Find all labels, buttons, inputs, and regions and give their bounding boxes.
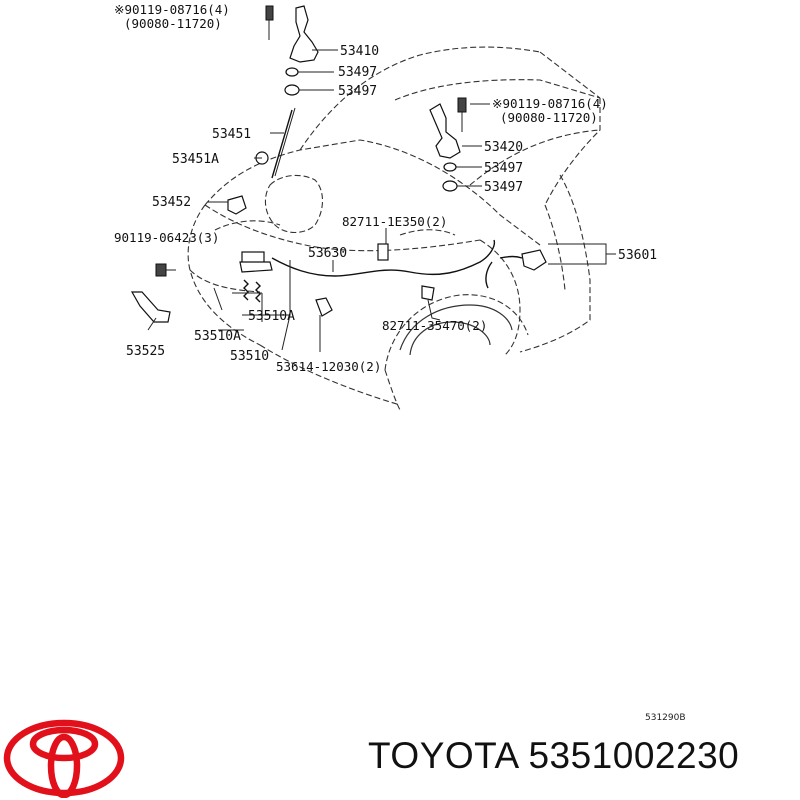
label-53614-12030: 53614-12030(2) [276,359,381,374]
figure-code: 531290B [645,713,686,723]
toyota-logo-icon [3,719,125,798]
brand-name: TOYOTA [368,735,518,776]
hood-hinge-left [265,5,319,96]
label-90080-11720-top: (90080-11720) [124,16,222,31]
label-53510a-b: 53510A [194,329,241,344]
label-53510: 53510 [230,349,269,364]
label-53420: 53420 [484,140,523,155]
front-wheel [384,294,529,411]
label-53410: 53410 [340,44,379,59]
label-90119-06423: 90119-06423(3) [114,230,219,245]
label-82711-35470: 82711-35470(2) [382,318,487,333]
label-53630: 53630 [308,246,347,261]
label-90119-08716-top: ※90119-08716(4) [114,2,230,17]
car-body-outline [187,46,601,406]
label-53451a: 53451A [172,152,219,167]
label-53497-d: 53497 [484,180,523,195]
brand-and-part-number: TOYOTA 5351002230 [368,735,798,777]
hood-lock-parts [130,195,547,323]
hood-release-cable [271,239,523,289]
label-90119-08716-right: ※90119-08716(4) [492,96,608,111]
label-53452: 53452 [152,195,191,210]
callout-labels: ※90119-08716(4) (90080-11720) 53410 5349… [114,2,657,374]
label-53525: 53525 [126,344,165,359]
hood-hinge-right [429,97,467,192]
label-53451: 53451 [212,127,251,142]
part-number: 5351002230 [528,735,740,776]
leader-lines [147,49,616,352]
label-53497-c: 53497 [484,161,523,176]
logo-rings [3,719,125,798]
label-53497-b: 53497 [338,84,377,99]
label-90080-11720-right: (90080-11720) [500,110,598,125]
label-82711-1e350: 82711-1E350(2) [342,214,447,229]
label-53510a-a: 53510A [248,309,295,324]
hood-support-rod [255,107,296,179]
label-53497-a: 53497 [338,65,377,80]
label-53601: 53601 [618,248,657,263]
